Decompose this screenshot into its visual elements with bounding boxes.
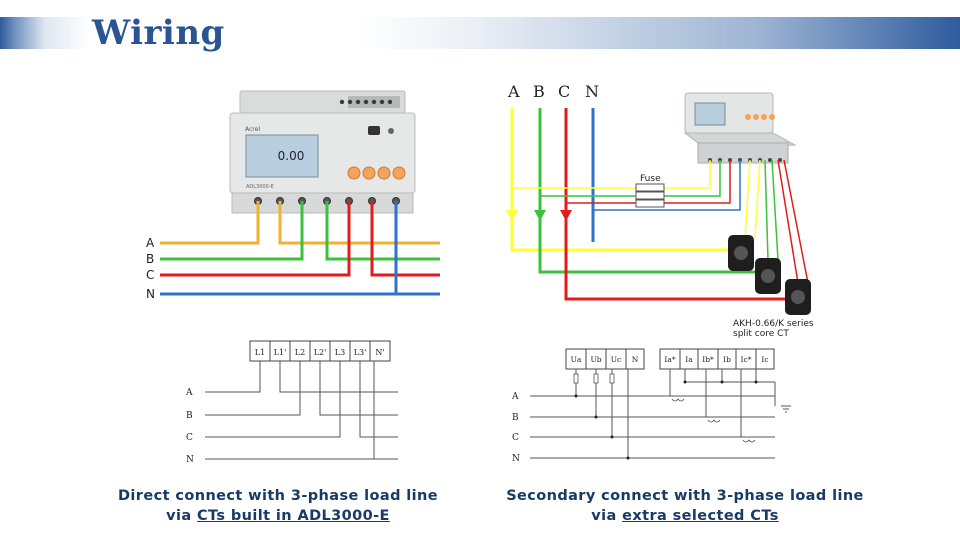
ct-series-label: AKH-0.66/K series	[733, 319, 814, 329]
left-terminal-l1: L1	[255, 348, 265, 357]
left-schem-label-b: B	[186, 411, 193, 421]
right-label-n: N	[585, 82, 599, 101]
terminal-ic: Ic	[761, 355, 768, 364]
terminal-ic-star: Ic*	[741, 355, 752, 364]
right-schematic: Ua Ub Uc N Ia* Ia Ib* Ib Ic* Ic	[511, 348, 791, 464]
meter-buttons	[347, 166, 406, 180]
fuse-block: Fuse	[635, 174, 665, 208]
right-label-b: B	[533, 82, 545, 101]
adl3000-meter-illustration: Acrel 0.00 ADL3000-E	[229, 90, 416, 214]
fuse-label: Fuse	[640, 174, 661, 184]
left-label-n: N	[146, 287, 155, 301]
right-caption-link: extra selected CTs	[622, 508, 779, 524]
left-caption-line2: via CTs built in ADL3000-E	[88, 506, 468, 526]
terminal-ib-star: Ib*	[702, 355, 714, 364]
meter-model-label: ADL3000-E	[246, 184, 274, 190]
left-schem-label-n: N	[186, 455, 194, 465]
left-terminal-l2p: L2'	[314, 348, 327, 357]
left-terminal-l3p: L3'	[354, 348, 367, 357]
terminal-ib: Ib	[723, 355, 731, 364]
ct-type-label: split core CT	[733, 329, 789, 339]
right-caption-line1: Secondary connect with 3-phase load line	[506, 488, 864, 504]
left-schem-label-c: C	[186, 433, 193, 443]
right-schem-label-a: A	[511, 392, 519, 402]
left-schematic: L1 L1' L2 L2' L3 L3' N' A B C N	[185, 340, 398, 465]
left-terminal-l2: L2	[295, 348, 305, 357]
left-label-c: C	[146, 268, 154, 282]
right-label-c: C	[558, 82, 570, 101]
right-schem-label-b: B	[512, 413, 519, 423]
left-caption: Direct connect with 3-phase load line vi…	[88, 486, 468, 526]
left-label-b: B	[146, 252, 154, 266]
left-caption-link: CTs built in ADL3000-E	[197, 508, 390, 524]
meter-display-value: 0.00	[278, 149, 305, 163]
left-terminal-n: N'	[375, 348, 384, 357]
terminal-uc: Uc	[611, 355, 622, 364]
right-phase-wires	[510, 108, 809, 301]
right-schem-label-c: C	[512, 433, 519, 443]
terminal-ia: Ia	[685, 355, 693, 364]
terminal-ia-star: Ia*	[664, 355, 675, 364]
page-title: Wiring	[92, 13, 225, 53]
terminal-ub: Ub	[590, 355, 601, 364]
meter-brand: Acrel	[245, 126, 260, 133]
right-label-a: A	[507, 82, 520, 101]
split-core-cts	[728, 235, 811, 315]
right-caption: Secondary connect with 3-phase load line…	[495, 486, 875, 526]
left-phase-wires	[160, 201, 440, 296]
left-terminal-l3: L3	[335, 348, 345, 357]
title-banner	[0, 17, 960, 49]
right-caption-prefix: via	[591, 508, 623, 524]
left-schem-label-a: A	[185, 388, 193, 398]
terminal-n: N	[632, 355, 639, 364]
terminal-ua: Ua	[571, 355, 582, 364]
right-caption-line2: via extra selected CTs	[495, 506, 875, 526]
right-schem-label-n: N	[512, 454, 520, 464]
left-terminal-l1p: L1'	[274, 348, 287, 357]
right-meter-illustration	[683, 92, 797, 164]
left-label-a: A	[146, 236, 155, 250]
left-caption-line1: Direct connect with 3-phase load line	[118, 488, 438, 504]
left-caption-prefix: via	[166, 508, 198, 524]
